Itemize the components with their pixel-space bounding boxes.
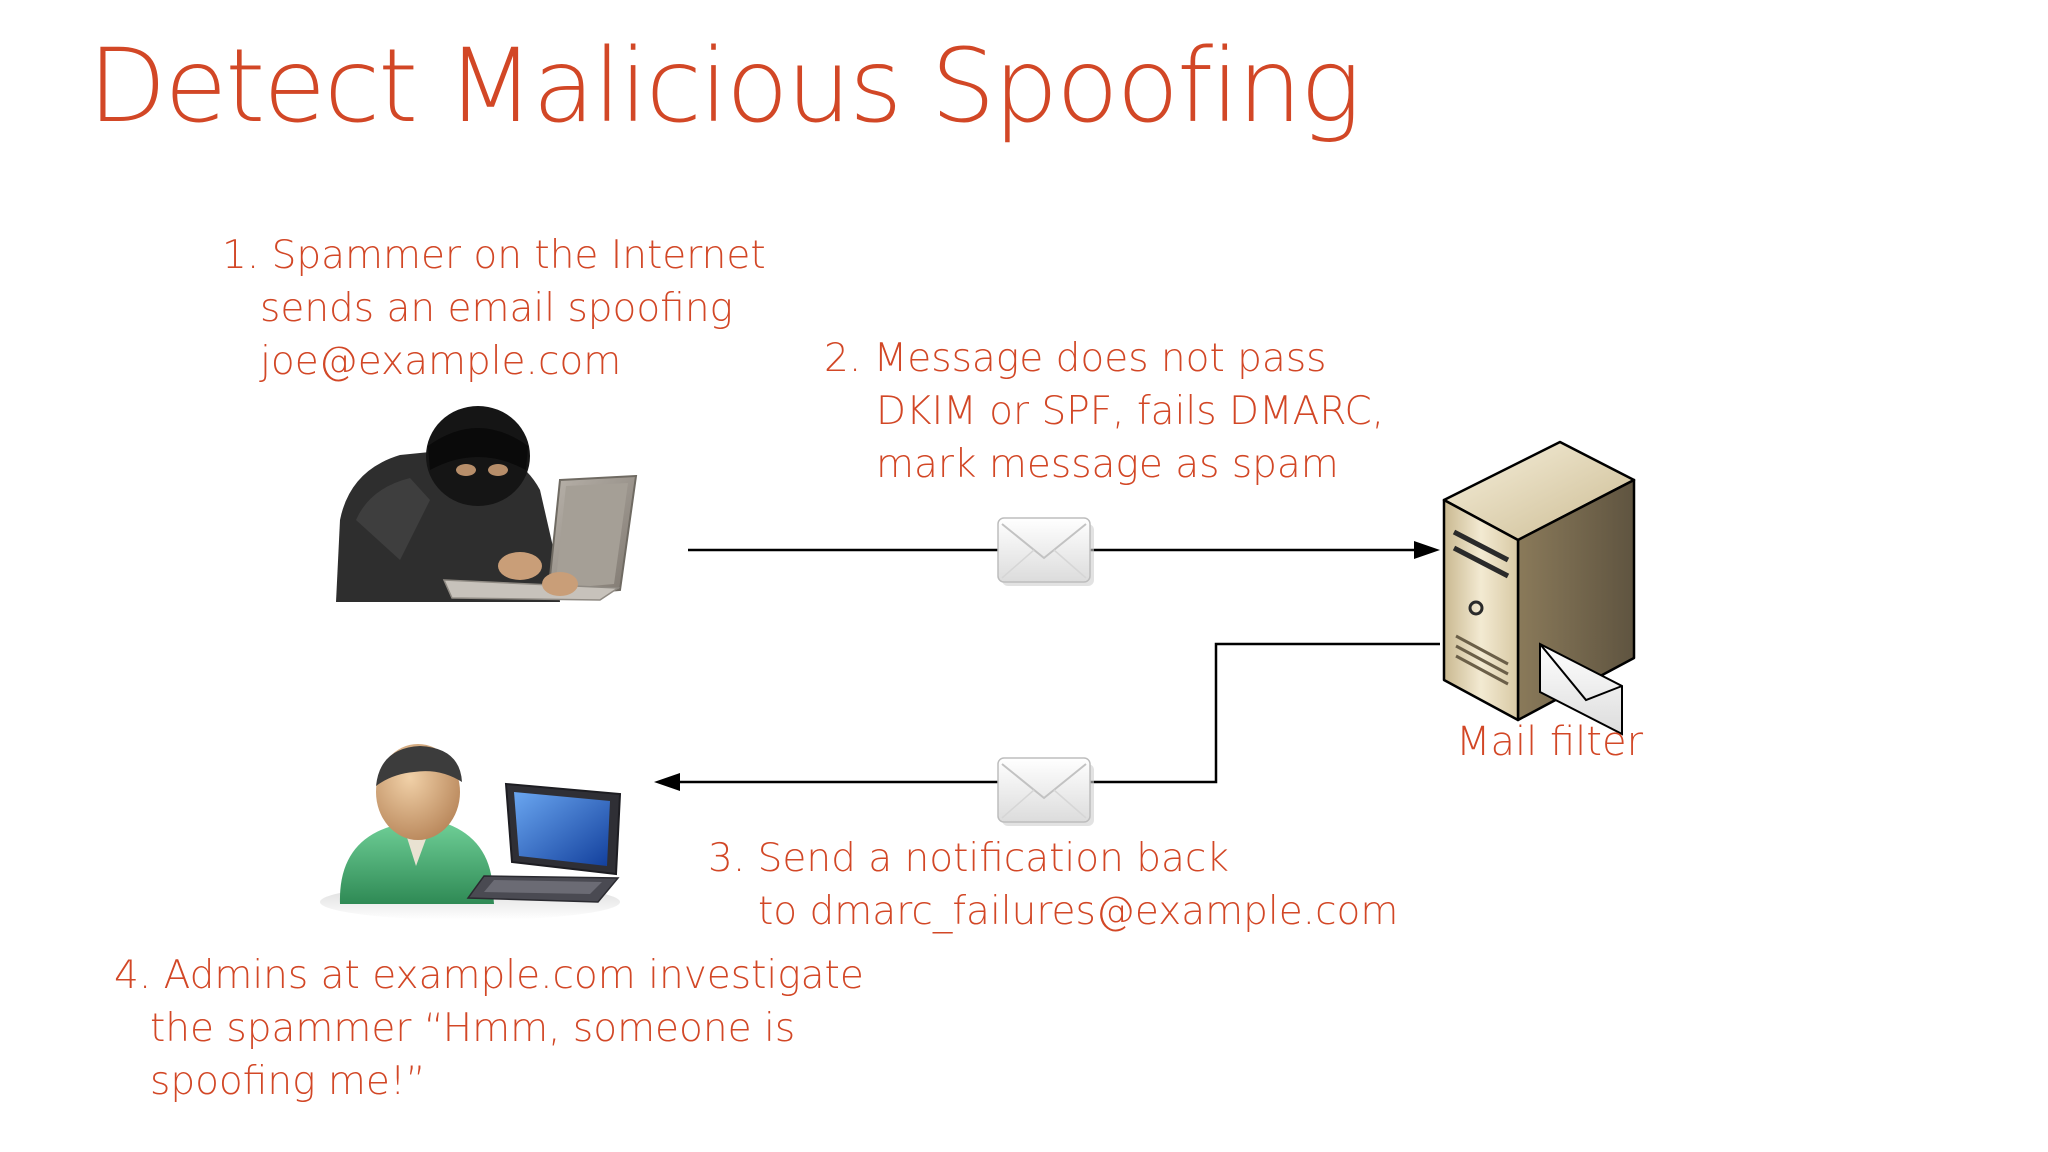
step-4-text: 4. Admins at example.com investigate the… (114, 949, 864, 1108)
server-tower-icon (1442, 440, 1636, 736)
envelope-icon (997, 757, 1094, 826)
step-3-line-1: 3. Send a notification back (708, 836, 1229, 881)
mail-filter-label: Mail filter (1456, 719, 1644, 765)
step-4-line-3: spoofing me!” (150, 1059, 426, 1104)
step-4-line-2: the spammer “Hmm, someone is (150, 1006, 796, 1051)
hooded-hacker-with-laptop-icon (336, 406, 638, 602)
step-1-line-3: joe@example.com (260, 339, 622, 384)
step-4-line-1: 4. Admins at example.com investigate (114, 953, 864, 998)
step-2-text: 2. Message does not pass DKIM or SPF, fa… (824, 332, 1384, 491)
user-at-computer-icon (320, 744, 622, 920)
step-3-text: 3. Send a notification back to dmarc_fai… (708, 832, 1398, 938)
step-2-line-1: 2. Message does not pass (824, 336, 1327, 381)
envelope-icon (997, 517, 1094, 586)
step-1-text: 1. Spammer on the Internet sends an emai… (222, 229, 766, 388)
step-2-line-2: DKIM or SPF, fails DMARC, (876, 389, 1385, 434)
step-3-line-2: to dmarc_failures@example.com (758, 889, 1399, 934)
step-2-line-3: mark message as spam (876, 442, 1339, 487)
step-1-line-2: sends an email spoofing (260, 286, 733, 331)
step-1-line-1: 1. Spammer on the Internet (222, 233, 766, 278)
slide-title: Detect Malicious Spoofing (88, 27, 1361, 146)
edge-mail-filter-to-admin (654, 642, 1440, 791)
